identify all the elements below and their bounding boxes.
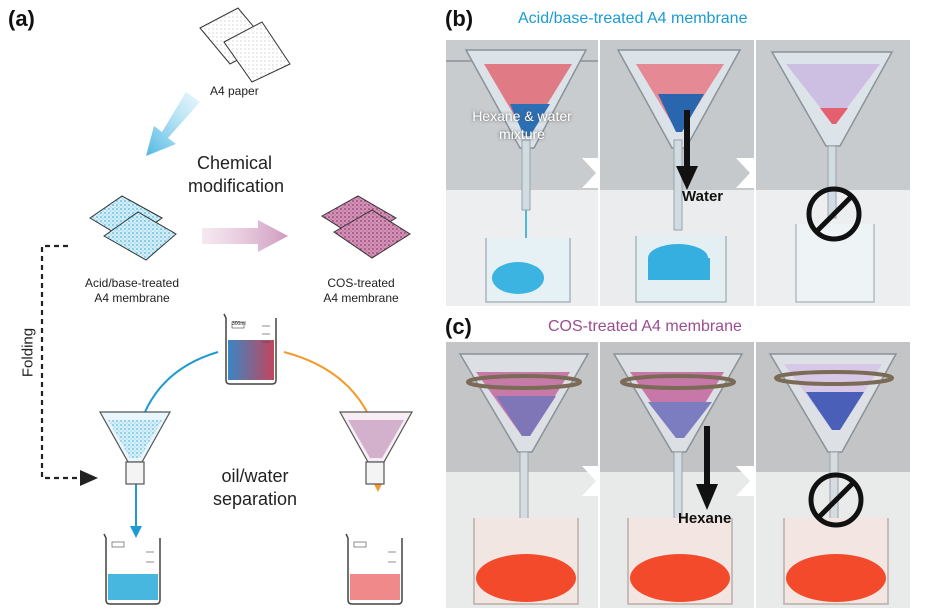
panel-a-tag: (a): [8, 6, 35, 31]
photo-c3: [756, 342, 910, 608]
photo-b3: [756, 40, 910, 306]
mixture-label-line2: mixture: [499, 126, 545, 142]
beaker-icon: [103, 533, 161, 605]
mixture-label-line1: Hexane & water: [472, 108, 572, 124]
funnel-icon: [98, 411, 172, 485]
panel-b-title: Acid/base-treated A4 membrane: [518, 10, 748, 27]
a4-paper-label: A4 paper: [210, 84, 259, 98]
membrane-right-line2: A4 membrane: [323, 291, 399, 305]
membrane-right-line1: COS-treated: [327, 276, 395, 290]
membrane-left-line1: Acid/base-treated: [84, 276, 180, 290]
funnel-icon: [338, 411, 414, 485]
folding-arrow-icon: [40, 244, 98, 486]
down-arrow-icon: [696, 426, 718, 510]
down-arrow-icon: [676, 110, 698, 190]
beaker-icon: [345, 533, 403, 605]
photo-c1: [446, 342, 598, 608]
beaker-volume-mark: 300ml: [232, 321, 246, 327]
panel-c-tag: (c): [445, 314, 472, 339]
prohibited-icon: [806, 186, 862, 242]
modification-arrow-icon: [146, 92, 200, 156]
separation-line2: separation: [212, 489, 298, 509]
step-label-line1: Chemical: [197, 153, 273, 173]
water-flow-label: Water: [682, 188, 724, 205]
panel-b-tag: (b): [445, 6, 474, 31]
folding-label: Folding: [19, 327, 37, 378]
paper-sheets-icon: [199, 7, 291, 83]
separation-line1: oil/water: [221, 466, 289, 486]
prohibited-icon: [808, 472, 864, 528]
membrane-left-line2: A4 membrane: [94, 291, 170, 305]
photo-c2: Hexane: [600, 342, 754, 608]
hexane-flow-label: Hexane: [678, 510, 732, 527]
step-label-line2: modification: [188, 176, 285, 196]
panel-a-schematic: [40, 7, 414, 605]
acid-base-membrane-icon: [89, 195, 177, 261]
photo-b1: Hexane & water mixture: [446, 40, 598, 306]
cos-membrane-icon: [321, 195, 411, 259]
panel-c-title: COS-treated A4 membrane: [548, 318, 742, 335]
mixture-beaker-icon: [223, 313, 277, 385]
cos-arrow-icon: [202, 220, 288, 252]
photo-b2: Water: [600, 40, 754, 306]
